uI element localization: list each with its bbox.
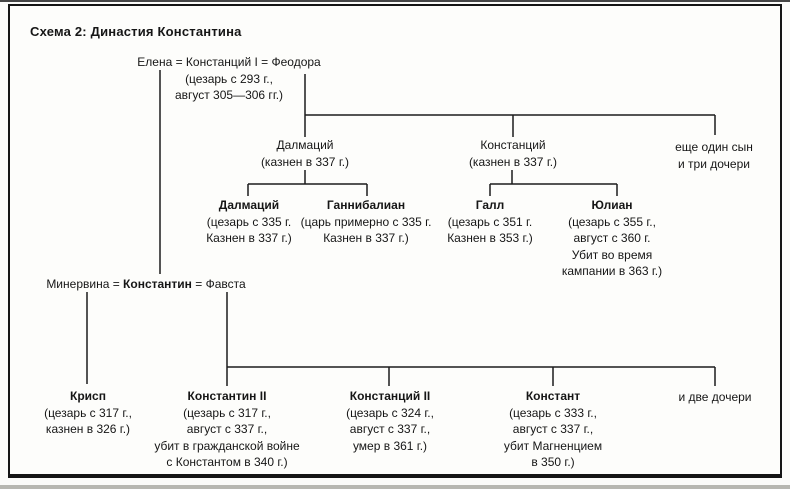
detail-line: август с 337 г.,: [512, 422, 594, 436]
detail-line: (царь примерно с 335 г.: [300, 214, 432, 229]
node-crispus: Крисп (цезарь с 317 г., казнен в 326 г.): [44, 388, 132, 438]
node-constantine-ii: Константин II (цезарь с 317 г., август с…: [154, 388, 299, 471]
detail-line: (цезарь с 351 г.: [447, 214, 533, 229]
node-julian: Юлиан (цезарь с 355 г., август с 360 г. …: [562, 197, 662, 280]
detail-line: казнен в 326 г.): [45, 422, 131, 436]
detail-line: (цезарь с 317 г.,: [183, 405, 271, 420]
wife-name: = Фавста: [191, 277, 246, 291]
scan-edge-top: [0, 0, 790, 2]
person-name: Далмаций: [276, 138, 334, 152]
detail-line: август 305—306 гг.): [174, 88, 284, 102]
detail-line: август с 337 г.,: [186, 422, 268, 436]
node-gallus: Галл (цезарь с 351 г. Казнен в 353 г.): [447, 197, 533, 247]
person-name: Ганнибалиан: [326, 198, 406, 212]
node-constantius-elder: Констанций (казнен в 337 г.): [469, 137, 557, 170]
person-name: Констанций II: [349, 389, 431, 403]
node-helena-constantius-theodora: Елена = Констанций I = Феодора (цезарь с…: [137, 54, 320, 104]
detail-line: Казнен в 337 г.): [323, 231, 409, 245]
detail-line: в 350 г.): [531, 455, 575, 469]
node-dalmatius-elder: Далмаций (казнен в 337 г.): [261, 137, 349, 170]
detail-line: (цезарь с 317 г.,: [44, 405, 132, 420]
detail-line: умер в 361 г.): [352, 438, 428, 453]
husband-name: Константин: [123, 277, 192, 291]
note-line: еще один сын: [675, 140, 753, 154]
node-other-children-top: еще один сын и три дочери: [675, 139, 753, 172]
detail-line: август с 337 г.,: [349, 422, 431, 436]
detail-line: Убит во время: [571, 247, 653, 262]
detail-line: август с 360 г.: [573, 231, 651, 245]
note-line: и две дочери: [678, 390, 752, 404]
diagram-border: [8, 4, 782, 478]
node-minervina-constantine-fausta: Минервина = Константин = Фавста: [46, 276, 245, 293]
detail-line: кампании в 363 г.): [561, 264, 663, 278]
node-hannibalianus: Ганнибалиан (царь примерно с 335 г. Казн…: [301, 197, 432, 247]
detail-line: Казнен в 337 г.): [206, 231, 292, 245]
scan-edge-bottom: [0, 485, 790, 489]
detail-line: (цезарь с 335 г.: [206, 214, 292, 229]
node-constantius-ii: Констанций II (цезарь с 324 г., август с…: [346, 388, 434, 454]
wife-name: Минервина =: [46, 277, 124, 291]
detail-line: (казнен в 337 г.): [468, 154, 558, 169]
couple-names: Елена = Констанций I = Феодора: [137, 55, 321, 69]
detail-line: (казнен в 337 г.): [260, 154, 350, 169]
person-name: Юлиан: [591, 198, 633, 212]
diagram-title: Схема 2: Династия Константина: [30, 24, 242, 39]
person-name: Константин II: [187, 389, 267, 403]
detail-line: убит в гражданской войне: [154, 438, 300, 453]
detail-line: (цезарь с 355 г.,: [568, 214, 656, 229]
node-other-children-bottom: и две дочери: [678, 389, 751, 406]
detail-line: (цезарь с 324 г.,: [346, 405, 434, 420]
person-name: Крисп: [70, 389, 106, 403]
node-dalmatius-caesar: Далмаций (цезарь с 335 г. Казнен в 337 г…: [206, 197, 292, 247]
person-name: Констанций: [480, 138, 546, 152]
detail-line: (цезарь с 293 г.,: [185, 71, 273, 86]
note-line: и три дочери: [678, 156, 750, 171]
detail-line: с Константом в 340 г.): [166, 455, 288, 469]
detail-line: Казнен в 353 г.): [447, 231, 533, 245]
detail-line: убит Магненцием: [503, 438, 603, 453]
person-name: Галл: [475, 198, 505, 212]
person-name: Далмаций: [218, 198, 280, 212]
detail-line: (цезарь с 333 г.,: [509, 405, 597, 420]
person-name: Констант: [525, 389, 581, 403]
node-constans: Констант (цезарь с 333 г., август с 337 …: [504, 388, 602, 471]
